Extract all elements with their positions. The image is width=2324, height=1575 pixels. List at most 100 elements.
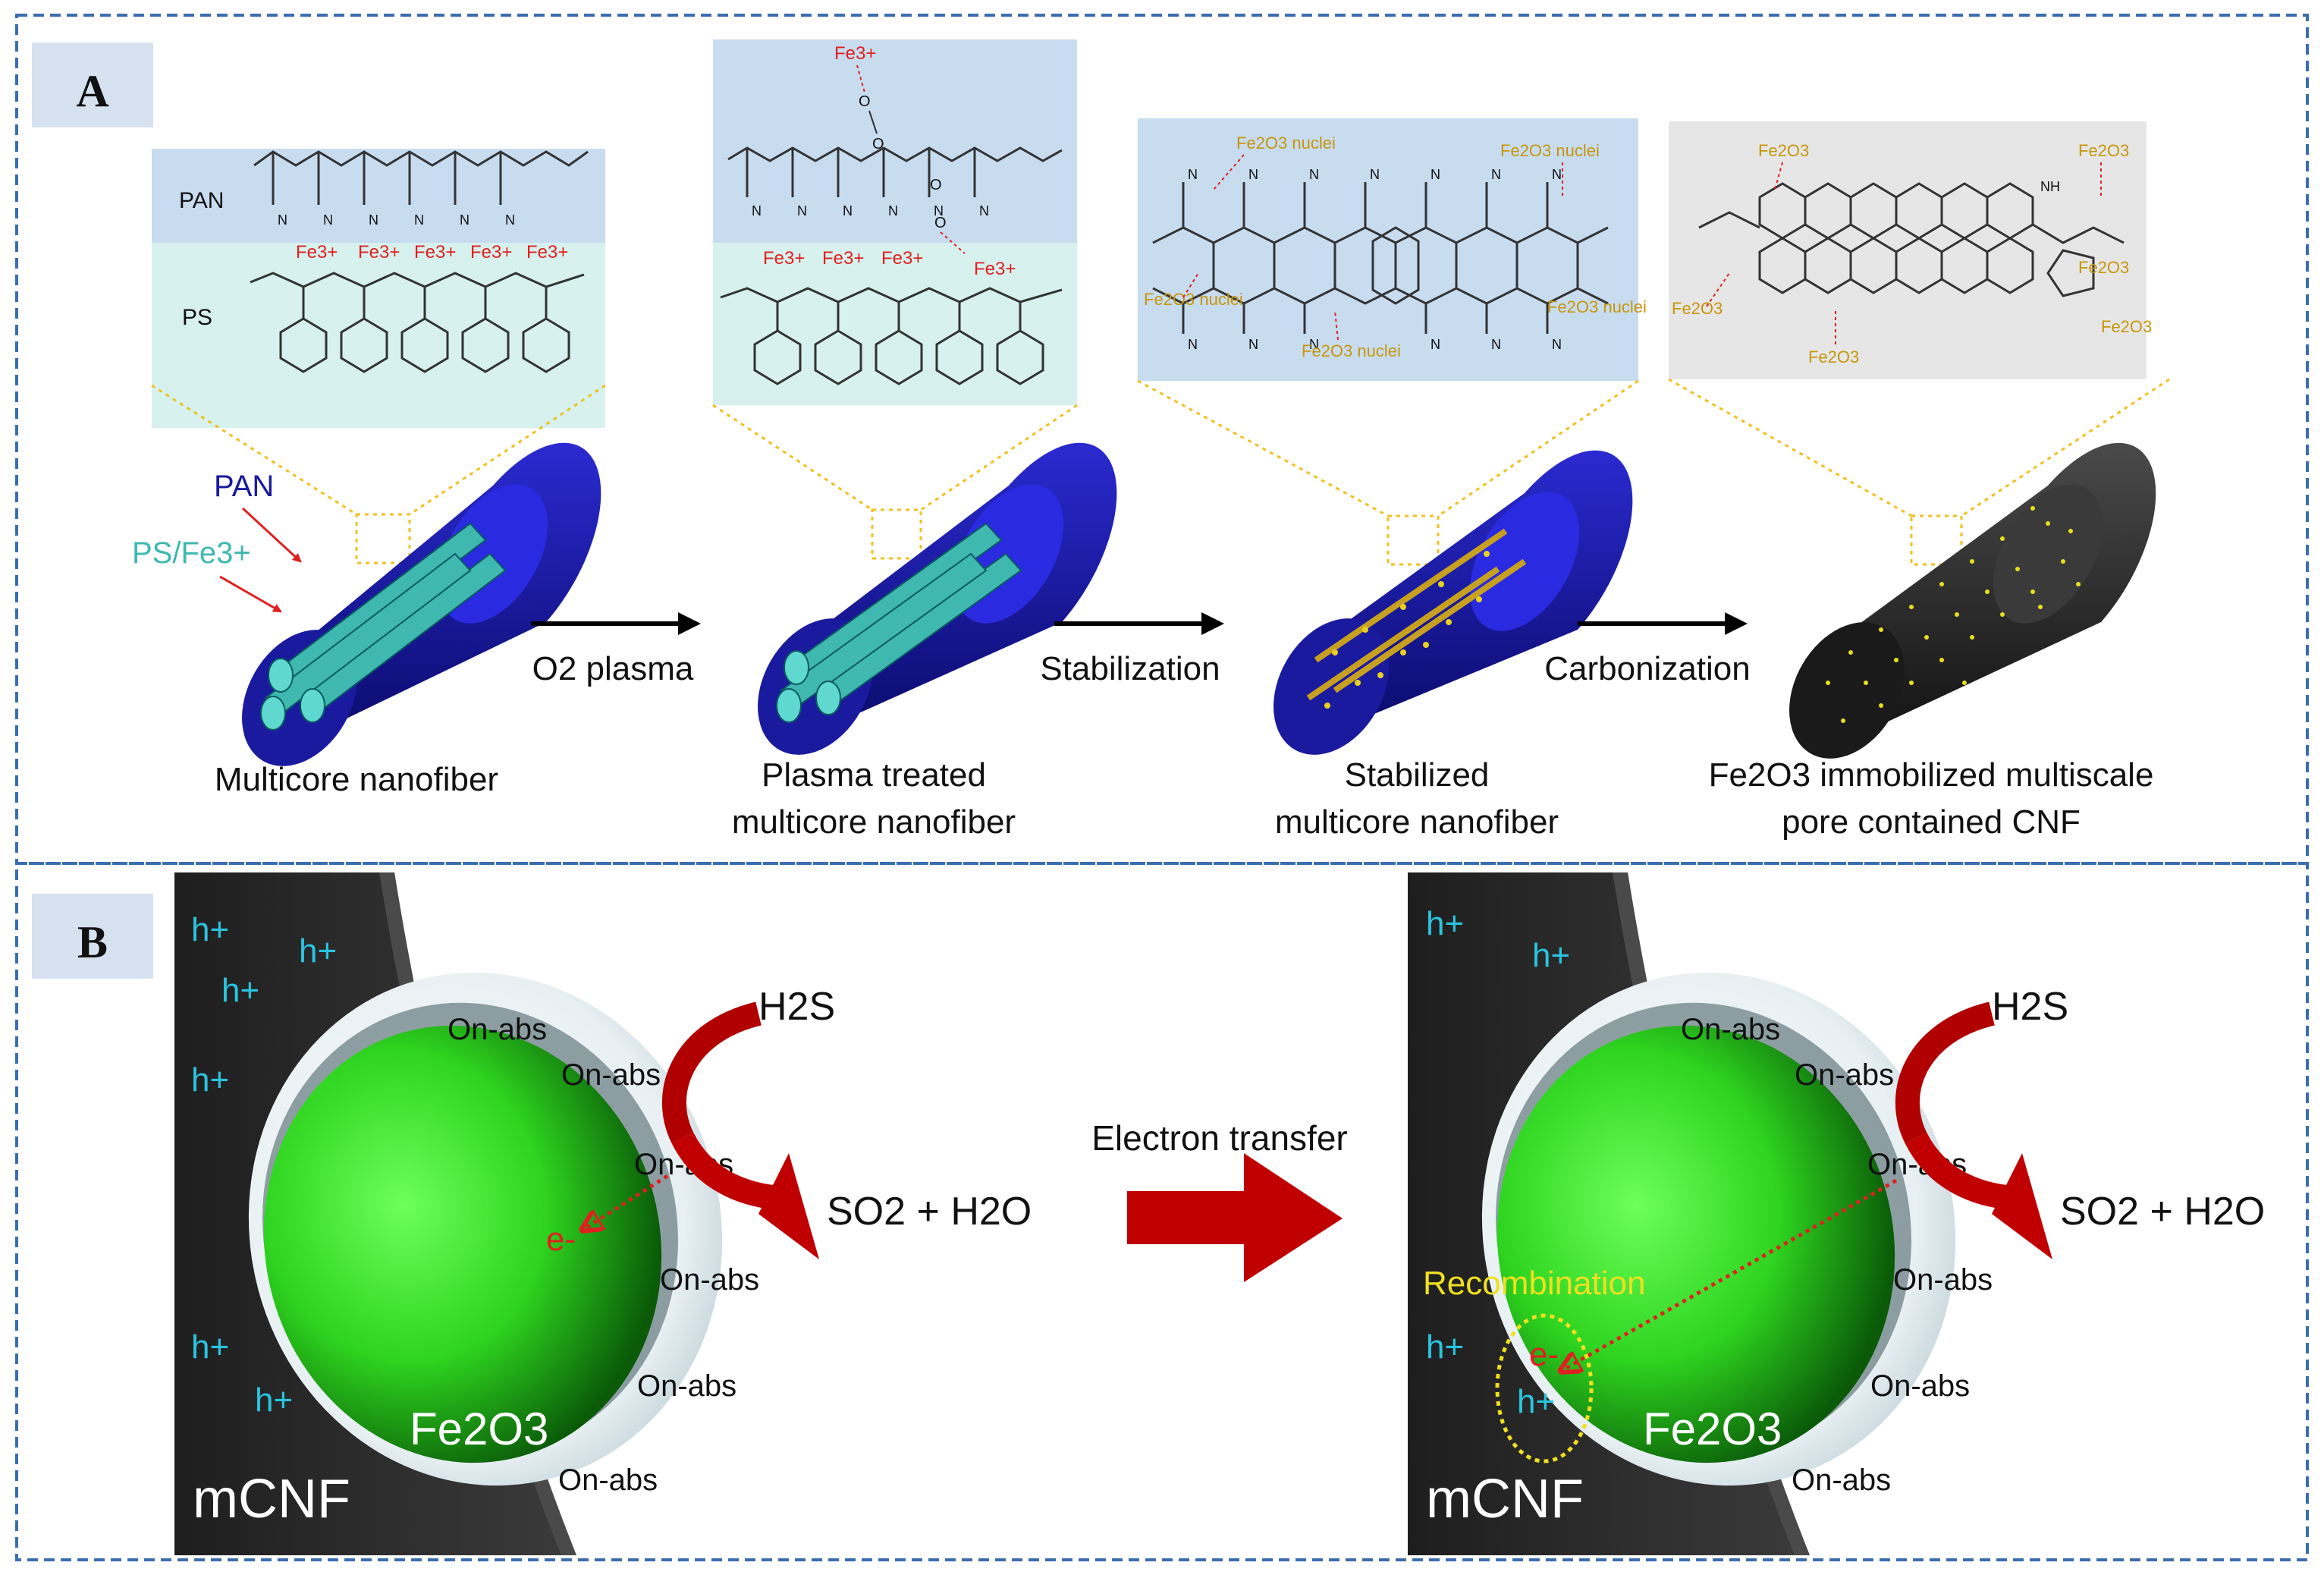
adsorbed-oxygen-label: On-abs — [448, 1013, 547, 1046]
electron-label: e- — [546, 1221, 576, 1258]
fiber-stabilized — [1273, 450, 1633, 755]
svg-text:N: N — [460, 212, 470, 228]
adsorbed-oxygen-label: On-abs — [558, 1463, 658, 1497]
svg-text:N: N — [414, 212, 424, 228]
svg-text:N: N — [1309, 167, 1319, 182]
svg-text:N: N — [1552, 167, 1562, 182]
panel-a-letter-box — [32, 42, 153, 127]
fe2o3-particle-label: Fe2O3 — [1643, 1404, 1782, 1454]
hole-label: h+ — [1426, 905, 1464, 942]
fe2o3-label: Fe2O3 — [2101, 317, 2152, 336]
svg-text:N: N — [1248, 337, 1258, 352]
hole-label: h+ — [299, 932, 337, 970]
caption-step-4-line2: pore contained CNF — [1782, 803, 2081, 841]
fe2o3-nuclei-label: Fe2O3 nuclei — [1500, 141, 1600, 160]
step-label-stabilization: Stabilization — [1040, 650, 1220, 687]
svg-text:N: N — [369, 212, 378, 228]
hole-label: h+ — [191, 911, 229, 948]
fe2o3-nuclei-label: Fe2O3 nuclei — [1144, 290, 1243, 309]
adsorbed-oxygen-label: On-abs — [1893, 1263, 1993, 1297]
reactant-h2s-label: H2S — [1992, 985, 2068, 1029]
svg-text:N: N — [1370, 167, 1380, 182]
reactant-h2s-label: H2S — [758, 985, 835, 1029]
caption-step-3-line2: multicore nanofiber — [1275, 803, 1559, 841]
electron-transfer-label: Electron transfer — [1091, 1118, 1347, 1158]
hole-label: h+ — [255, 1382, 293, 1419]
svg-text:N: N — [323, 212, 333, 228]
fe-ion: Fe3+ — [526, 242, 568, 262]
hole-label-loop: h+ — [1517, 1383, 1555, 1420]
fe-ion: Fe3+ — [414, 242, 456, 262]
fe2o3-label: Fe2O3 — [1672, 299, 1723, 318]
fiber-plasma-treated — [758, 442, 1117, 755]
ps-fe-fiber-label: PS/Fe3+ — [132, 536, 251, 570]
fe2o3-label: Fe2O3 — [2078, 258, 2129, 277]
mcnf-label: mCNF — [1426, 1469, 1584, 1529]
nh-label: NH — [2040, 179, 2060, 194]
panel-b-letter: B — [77, 917, 108, 967]
svg-text:N: N — [1248, 167, 1258, 182]
caption-step-2-line2: multicore nanofiber — [732, 803, 1016, 841]
svg-text:N: N — [752, 203, 762, 218]
fe-ion-top: Fe3+ — [834, 43, 876, 64]
pan-fiber-label: PAN — [214, 470, 274, 503]
mcnf-label: mCNF — [193, 1469, 350, 1529]
caption-step-2-line1: Plasma treated — [762, 756, 986, 794]
adsorbed-oxygen-label: On-abs — [1792, 1463, 1891, 1497]
svg-text:N: N — [1309, 337, 1319, 352]
adsorbed-oxygen-label: On-abs — [1870, 1369, 1970, 1403]
fe2o3-nuclei-label: Fe2O3 nuclei — [1302, 341, 1401, 360]
fe-ion: Fe3+ — [296, 242, 338, 262]
fe-ion: Fe3+ — [763, 248, 805, 269]
fiber-multicore: PAN PS/Fe3+ — [132, 442, 601, 766]
zoom-lines — [151, 378, 2170, 566]
svg-text:O: O — [859, 93, 871, 110]
svg-text:N: N — [797, 203, 807, 218]
adsorbed-oxygen-label: On-abs — [1795, 1058, 1894, 1092]
hole-label: h+ — [1426, 1328, 1464, 1366]
fe-ion: Fe3+ — [822, 248, 864, 269]
caption-step-3-line1: Stabilized — [1345, 756, 1490, 794]
hole-label: h+ — [191, 1328, 229, 1366]
svg-text:N: N — [278, 212, 287, 228]
fe2o3-label: Fe2O3 — [1758, 141, 1809, 160]
svg-text:N: N — [843, 203, 853, 218]
svg-text:N: N — [1491, 337, 1501, 352]
adsorbed-oxygen-label: On-abs — [637, 1369, 736, 1403]
svg-text:N: N — [1188, 337, 1198, 352]
adsorbed-oxygen-label: On-abs — [561, 1058, 661, 1092]
svg-text:N: N — [1431, 337, 1440, 352]
svg-text:N: N — [888, 203, 898, 218]
ps-chem-label: PS — [182, 305, 212, 330]
panel-a-letter: A — [76, 66, 108, 116]
fe-ion-bottom: Fe3+ — [974, 259, 1016, 279]
caption-step-4-line1: Fe2O3 immobilized multiscale — [1709, 756, 2154, 794]
svg-text:N: N — [1431, 167, 1440, 182]
svg-text:N: N — [934, 203, 944, 218]
svg-text:O: O — [934, 215, 947, 231]
scene-before: h+ h+ h+ h+ h+ h+ On-abs On-abs On-abs O… — [174, 872, 1032, 1555]
svg-text:N: N — [979, 203, 989, 218]
product-label: SO2 + H2O — [2060, 1190, 2265, 1234]
pan-chem-label: PAN — [179, 188, 224, 213]
fe-ion: Fe3+ — [470, 242, 512, 262]
panel-b-letter-box — [32, 894, 153, 979]
hole-label: h+ — [1532, 937, 1570, 974]
panel-a-border — [15, 14, 2309, 865]
scene-after: h+ h+ h+ Recombination e- h+ On-abs On-a… — [1408, 872, 2265, 1555]
step-label-carbonization: Carbonization — [1544, 650, 1751, 687]
fe2o3-nuclei-label: Fe2O3 nuclei — [1236, 134, 1336, 152]
adsorbed-oxygen-label: On-abs — [660, 1263, 759, 1297]
svg-text:N: N — [1552, 337, 1562, 352]
adsorbed-oxygen-label: On-abs — [1681, 1013, 1780, 1046]
fe2o3-label: Fe2O3 — [2078, 141, 2129, 160]
electron-label-loop: e- — [1529, 1336, 1559, 1373]
svg-text:O: O — [930, 177, 942, 193]
hole-label: h+ — [221, 972, 259, 1009]
fe2o3-nuclei-label: Fe2O3 nuclei — [1547, 297, 1647, 316]
chem-structure-4: Fe2O3 Fe2O3 Fe2O3 Fe2O3 Fe2O3 Fe2O3 NH — [1669, 121, 2152, 379]
svg-text:N: N — [1188, 167, 1198, 182]
